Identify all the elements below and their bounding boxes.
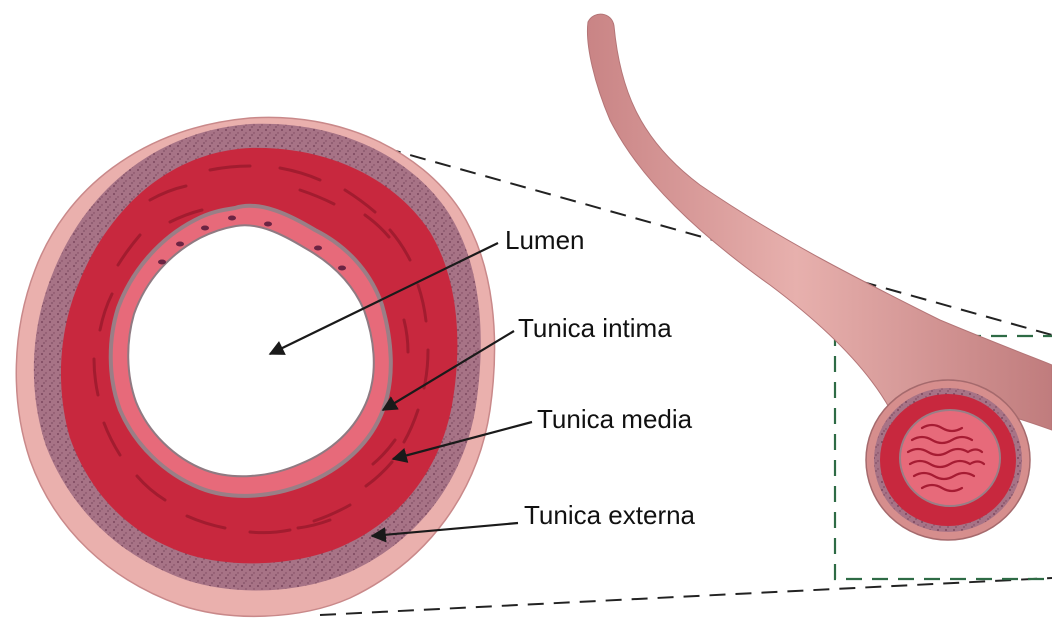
label-tunica-externa: Tunica externa <box>524 502 695 528</box>
vessel-illustration <box>587 14 1052 540</box>
label-tunica-media: Tunica media <box>537 406 692 432</box>
cross-section <box>16 117 494 616</box>
label-tunica-intima: Tunica intima <box>518 315 672 341</box>
label-lumen: Lumen <box>505 227 585 253</box>
vessel-tube <box>587 14 1052 430</box>
zoom-guide-bottom <box>320 578 1052 615</box>
